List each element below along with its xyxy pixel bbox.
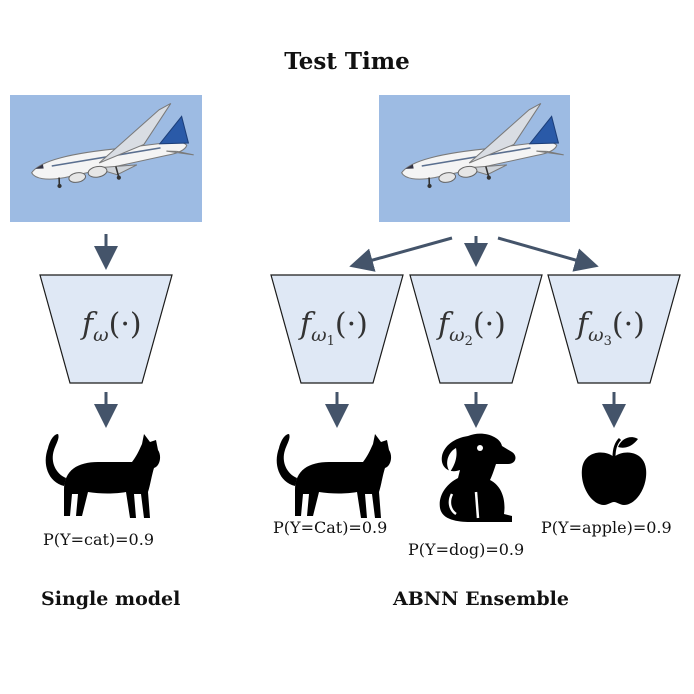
single-model-caption: Single model bbox=[41, 588, 181, 610]
apple-icon bbox=[580, 435, 648, 507]
probability-label-2: P(Y=dog)=0.9 bbox=[408, 540, 525, 559]
model-trapezoid bbox=[39, 274, 173, 384]
cat-icon bbox=[45, 434, 161, 518]
model-trapezoid-2 bbox=[409, 274, 543, 384]
diagram-title: Test Time bbox=[284, 48, 410, 75]
model-trapezoid-3 bbox=[547, 274, 681, 384]
probability-label-1: P(Y=Cat)=0.9 bbox=[273, 518, 388, 537]
cat-icon bbox=[276, 434, 392, 518]
probability-label: P(Y=cat)=0.9 bbox=[43, 530, 154, 549]
model-label-2: fω2(·) bbox=[436, 307, 506, 349]
arrow-to-member-1 bbox=[349, 236, 453, 272]
model-trapezoid-1 bbox=[270, 274, 404, 384]
single-model-branch bbox=[10, 95, 202, 518]
function-labels: fω(·) fω1(·) fω2(·) fω3(·) bbox=[80, 307, 645, 349]
model-label: fω(·) bbox=[80, 307, 142, 346]
dog-icon bbox=[438, 432, 517, 524]
ensemble-branch bbox=[270, 95, 681, 524]
arrow-to-member-3 bbox=[497, 236, 599, 272]
probability-label-3: P(Y=apple)=0.9 bbox=[541, 518, 672, 537]
ensemble-caption: ABNN Ensemble bbox=[393, 588, 569, 610]
